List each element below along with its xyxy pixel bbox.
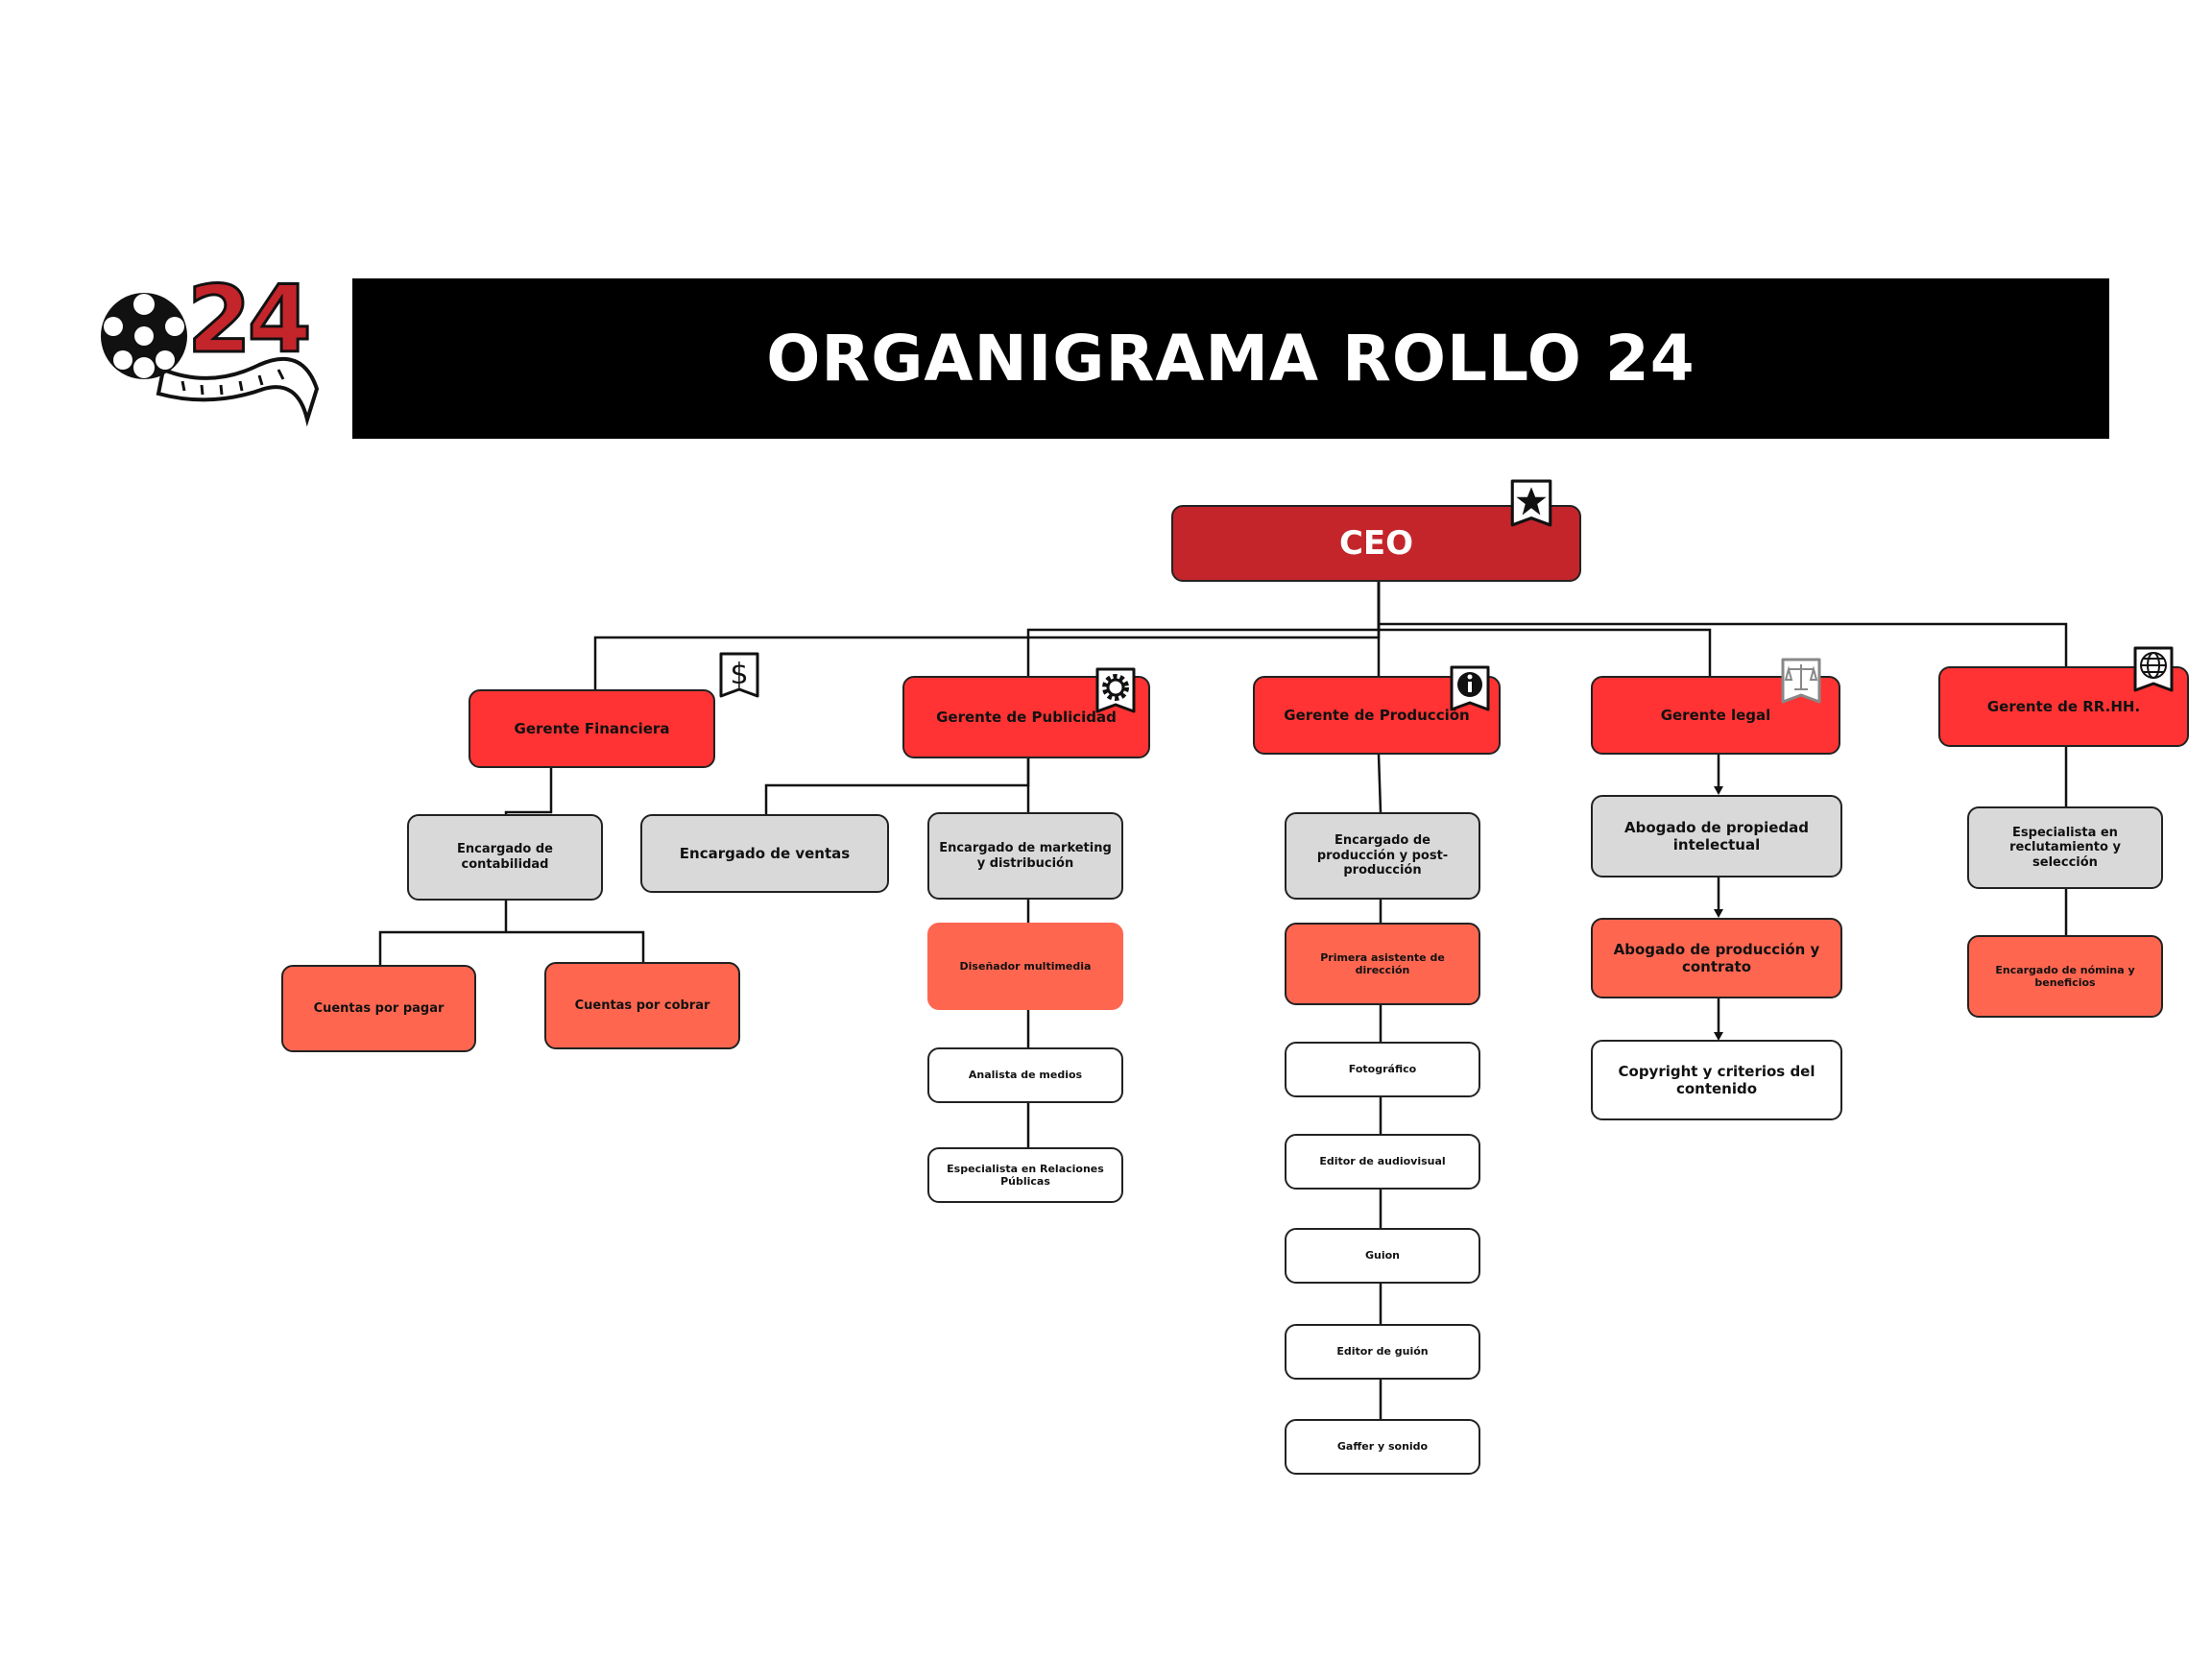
connector-ceo-rrhh	[1377, 582, 2068, 668]
rollo24-logo: 24	[96, 265, 331, 427]
node-gerente-financiera: Gerente Financiera	[469, 689, 715, 768]
node-cuentas-cobrar: Cuentas por cobrar	[544, 962, 740, 1049]
node-rrpp: Especialista en Relaciones Públicas	[927, 1147, 1123, 1203]
connector-fin-conta	[504, 768, 553, 814]
node-gaffer-sonido: Gaffer y sonido	[1285, 1419, 1480, 1475]
node-gerente-produccion: Gerente de Producción	[1253, 676, 1501, 755]
node-disenador: Diseñador multimedia	[927, 923, 1123, 1010]
globe-icon	[2133, 646, 2174, 692]
node-ventas: Encargado de ventas	[640, 814, 889, 893]
connector-ceo-legal	[1377, 582, 1712, 678]
node-guion: Guion	[1285, 1228, 1480, 1284]
node-prod-post: Encargado de producción y post-producció…	[1285, 812, 1480, 900]
film-reel-logo	[101, 293, 320, 427]
node-nomina: Encargado de nómina y beneficios	[1967, 935, 2163, 1018]
info-icon	[1450, 665, 1490, 711]
scales-icon	[1781, 658, 1821, 704]
dollar-icon: $	[719, 652, 759, 698]
page-title: ORGANIGRAMA ROLLO 24	[766, 322, 1695, 396]
node-copyright: Copyright y criterios del contenido	[1591, 1040, 1842, 1120]
node-editor-guion: Editor de guión	[1285, 1324, 1480, 1380]
connector-ceo-pub	[1026, 582, 1381, 680]
arrowhead	[1714, 909, 1723, 918]
gear-icon	[1095, 667, 1136, 713]
node-marketing: Encargado de marketing y distribución	[927, 812, 1123, 900]
node-asistente-direccion: Primera asistente de dirección	[1285, 923, 1480, 1005]
connector-pub-ventas	[764, 758, 1030, 814]
connector-conta-accounts	[378, 901, 645, 966]
title-banner: ORGANIGRAMA ROLLO 24	[352, 278, 2109, 439]
node-contabilidad: Encargado de contabilidad	[407, 814, 603, 901]
logo-text: 24	[186, 265, 314, 375]
svg-text:$: $	[730, 658, 748, 691]
node-editor-audiovisual: Editor de audiovisual	[1285, 1134, 1480, 1190]
node-analista: Analista de medios	[927, 1047, 1123, 1103]
node-abogado-propiedad: Abogado de propiedad intelectual	[1591, 795, 1842, 878]
star-icon	[1510, 479, 1552, 527]
node-fotografico: Fotográfico	[1285, 1042, 1480, 1097]
node-reclutamiento: Especialista en reclutamiento y selecció…	[1967, 806, 2163, 889]
node-abogado-produccion: Abogado de producción y contrato	[1591, 918, 1842, 998]
arrowhead	[1714, 786, 1723, 795]
node-cuentas-pagar: Cuentas por pagar	[281, 965, 476, 1052]
arrowhead	[1714, 1032, 1723, 1041]
